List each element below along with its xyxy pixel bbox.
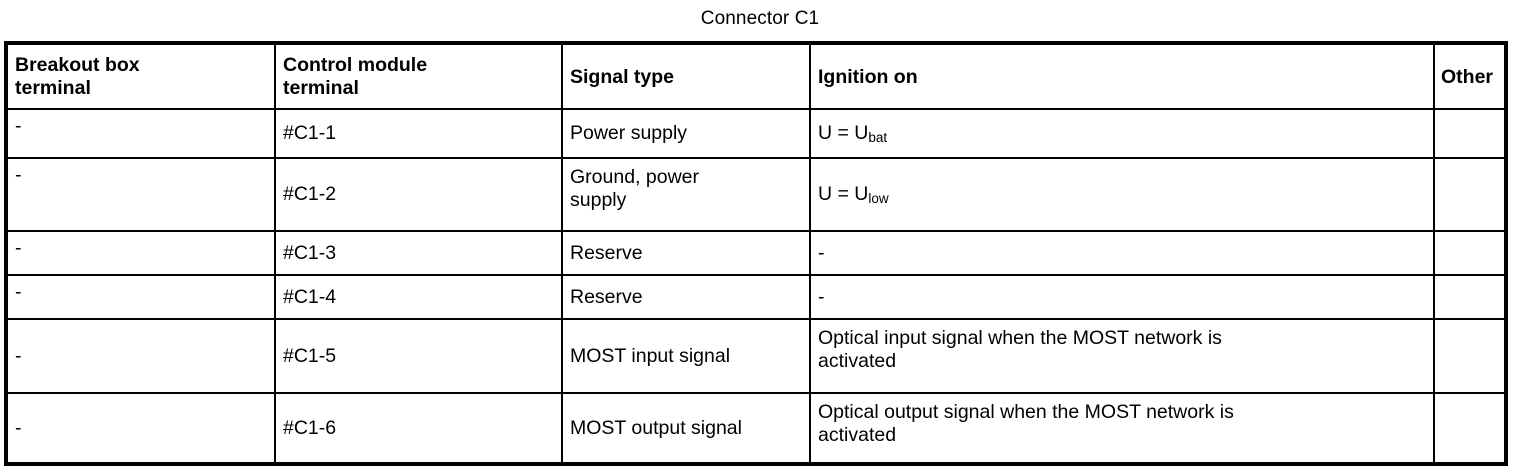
ignition-on-expression: U = U: [818, 122, 869, 144]
table-row: - #C1-6 MOST output signal Optical outpu…: [5, 392, 1507, 465]
signal-type-value: MOST output signal: [570, 416, 742, 439]
breakout-box-terminal-value: -: [15, 237, 22, 259]
cell-signal-type: MOST input signal: [561, 318, 811, 394]
cell-other: [1433, 318, 1507, 394]
column-header-signal-type-label: Signal type: [570, 66, 675, 88]
column-header-other-label: Other: [1441, 66, 1494, 88]
breakout-box-terminal-value: -: [15, 281, 22, 303]
cell-ignition-on: Optical output signal when the MOST netw…: [809, 392, 1435, 465]
cell-control-module-terminal: #C1-6: [274, 392, 563, 465]
cell-ignition-on: Optical input signal when the MOST netwo…: [809, 318, 1435, 394]
cell-signal-type: MOST output signal: [561, 392, 811, 465]
cell-control-module-terminal: #C1-1: [274, 108, 563, 159]
table-row: - #C1-4 Reserve -: [5, 274, 1507, 320]
table-row: - #C1-5 MOST input signal Optical input …: [5, 318, 1507, 394]
cell-signal-type: Power supply: [561, 108, 811, 159]
control-module-terminal-value: #C1-5: [283, 344, 337, 367]
cell-other: [1433, 230, 1507, 276]
cell-signal-type: Reserve: [561, 274, 811, 320]
breakout-box-terminal-value: -: [15, 164, 22, 186]
cell-breakout-box-terminal: -: [5, 318, 276, 394]
cell-signal-type: Ground, power supply: [561, 157, 811, 232]
ignition-on-expression: U = U: [818, 183, 869, 205]
cell-ignition-on: -: [809, 230, 1435, 276]
table-caption: Connector C1: [700, 8, 820, 29]
column-header-ignition-on: Ignition on: [809, 42, 1435, 110]
cell-control-module-terminal: #C1-2: [274, 157, 563, 232]
cell-breakout-box-terminal: -: [5, 274, 276, 320]
table-row: - #C1-3 Reserve -: [5, 230, 1507, 276]
control-module-terminal-value: #C1-2: [283, 183, 337, 205]
cell-control-module-terminal: #C1-5: [274, 318, 563, 394]
signal-type-value: Ground, power supply: [570, 166, 699, 211]
signal-type-value: Power supply: [570, 122, 688, 144]
control-module-terminal-value: #C1-1: [283, 122, 337, 144]
cell-control-module-terminal: #C1-4: [274, 274, 563, 320]
ignition-on-value: -: [818, 285, 825, 308]
cell-breakout-box-terminal: -: [5, 230, 276, 276]
control-module-terminal-value: #C1-4: [283, 285, 337, 308]
control-module-terminal-value: #C1-6: [283, 416, 337, 439]
breakout-box-terminal-value: -: [15, 416, 22, 439]
breakout-box-terminal-value: -: [15, 115, 22, 137]
connector-pinout-table: Breakout box terminal Control module ter…: [4, 41, 1508, 466]
ignition-on-value: Optical output signal when the MOST netw…: [818, 401, 1234, 446]
breakout-box-terminal-value: -: [15, 344, 22, 367]
cell-control-module-terminal: #C1-3: [274, 230, 563, 276]
column-header-control-module-terminal: Control module terminal: [274, 42, 563, 110]
cell-breakout-box-terminal: -: [5, 392, 276, 465]
connector-table-container: Breakout box terminal Control module ter…: [4, 41, 1512, 466]
signal-type-value: Reserve: [570, 285, 643, 308]
table-header-row: Breakout box terminal Control module ter…: [5, 42, 1507, 110]
ignition-on-value: Optical input signal when the MOST netwo…: [818, 327, 1222, 372]
column-header-breakout-box-terminal: Breakout box terminal: [5, 42, 276, 110]
signal-type-value: MOST input signal: [570, 344, 731, 367]
column-header-control-module-terminal-label: Control module terminal: [283, 54, 428, 99]
column-header-breakout-box-terminal-label: Breakout box terminal: [15, 54, 140, 99]
cell-signal-type: Reserve: [561, 230, 811, 276]
cell-other: [1433, 157, 1507, 232]
cell-other: [1433, 274, 1507, 320]
column-header-ignition-on-label: Ignition on: [818, 66, 918, 88]
cell-ignition-on: -: [809, 274, 1435, 320]
cell-breakout-box-terminal: -: [5, 108, 276, 159]
cell-other: [1433, 108, 1507, 159]
cell-other: [1433, 392, 1507, 465]
column-header-other: Other: [1433, 42, 1507, 110]
column-header-signal-type: Signal type: [561, 42, 811, 110]
signal-type-value: Reserve: [570, 241, 643, 264]
ignition-on-value: -: [818, 241, 825, 264]
control-module-terminal-value: #C1-3: [283, 241, 337, 264]
cell-breakout-box-terminal: -: [5, 157, 276, 232]
